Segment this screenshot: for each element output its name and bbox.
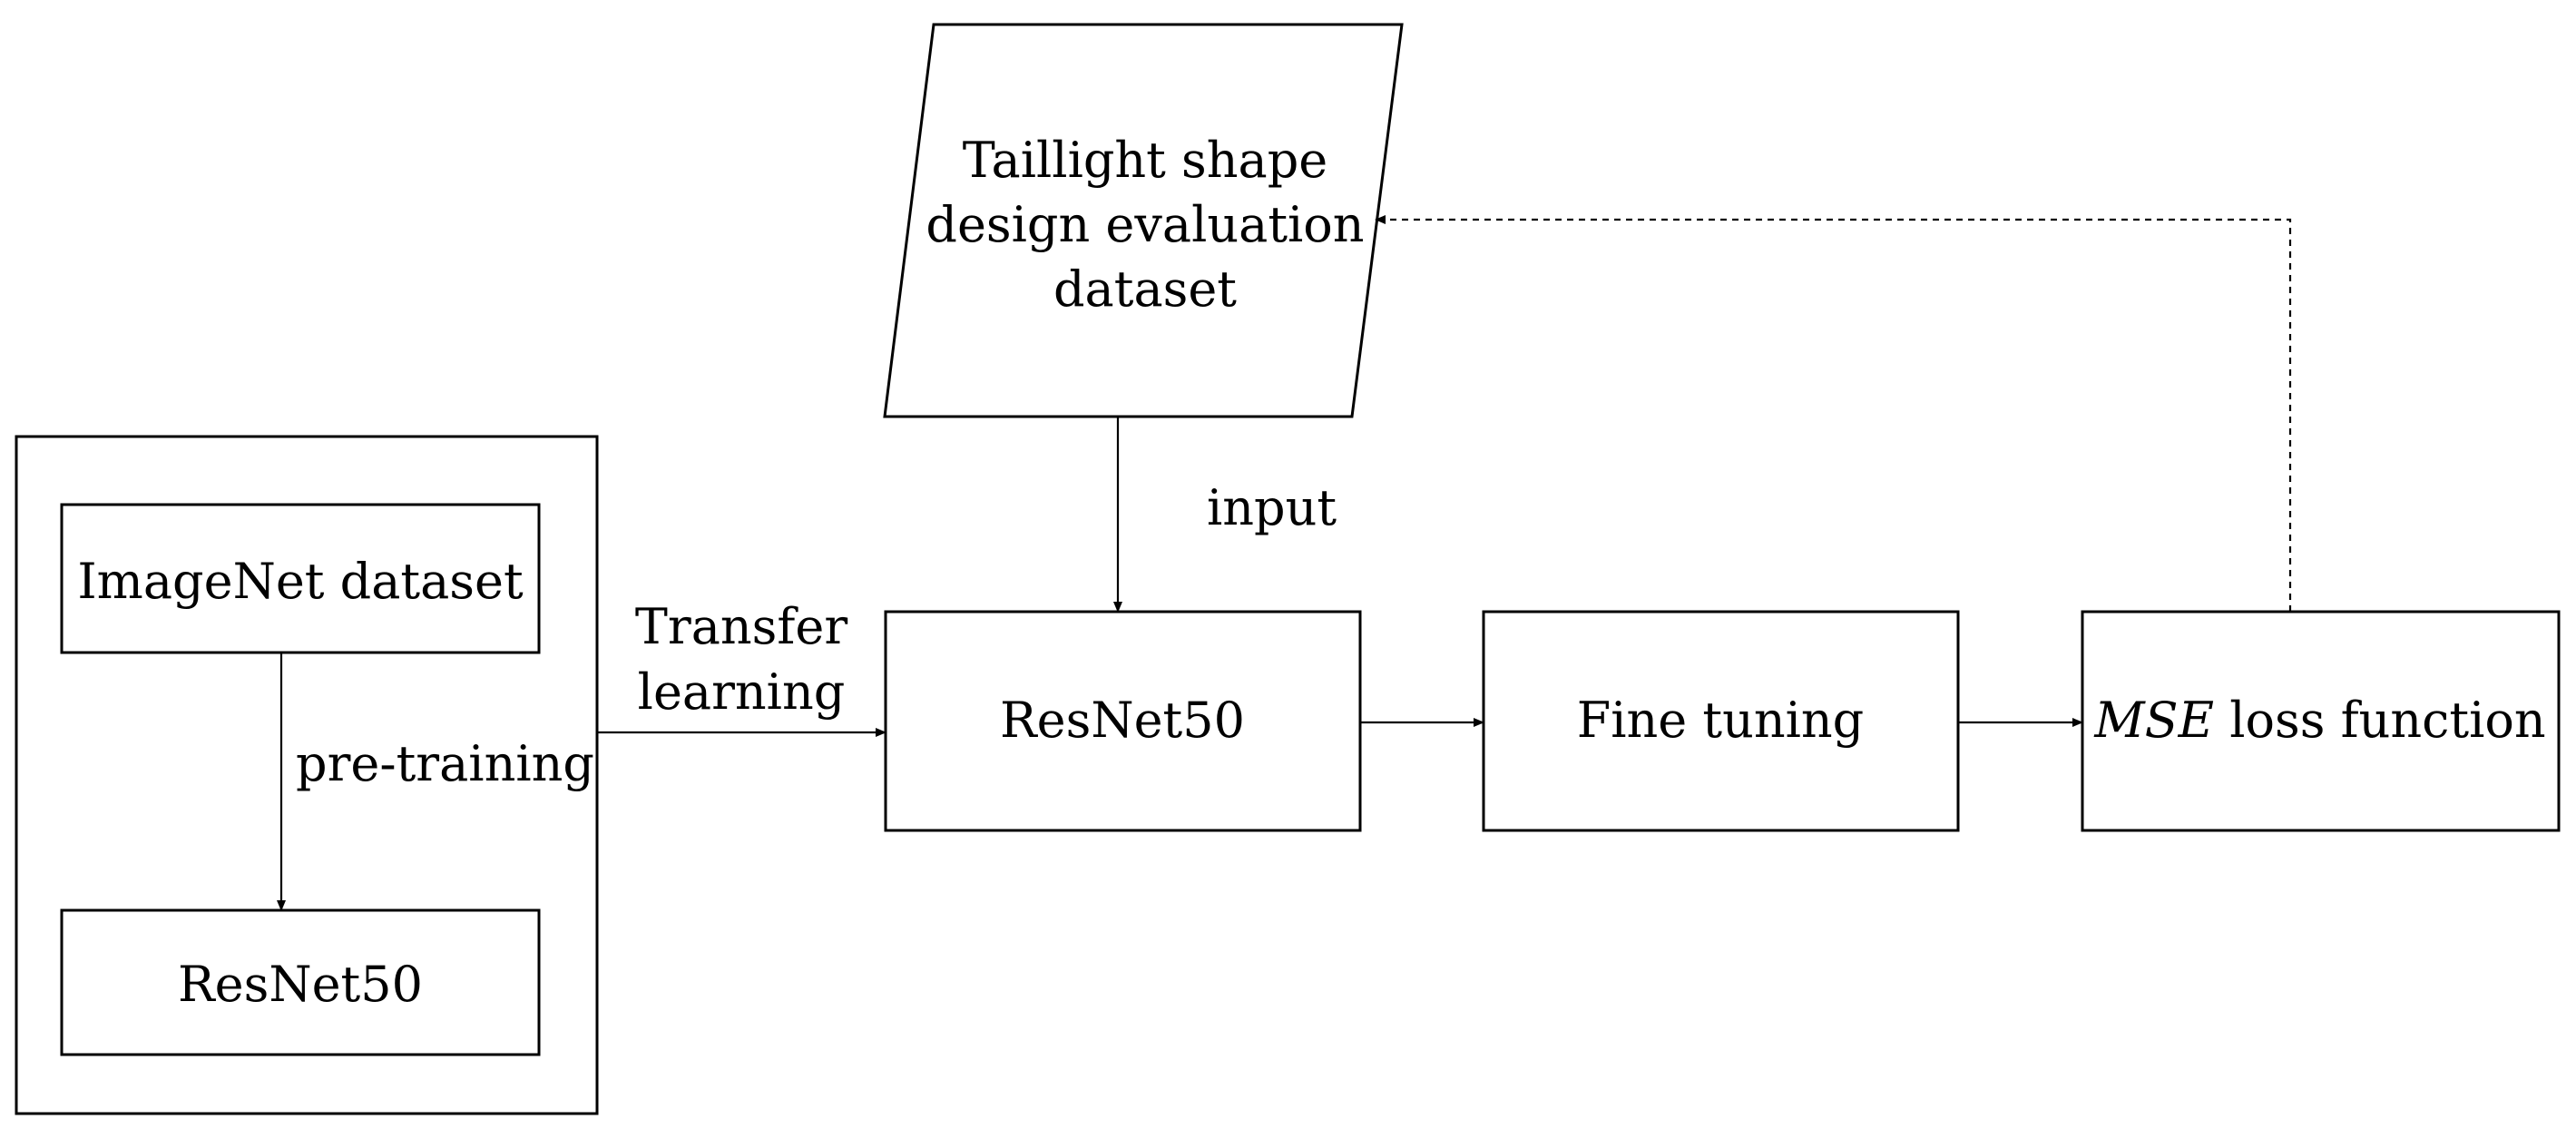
- transfer-learning-label-line1: Transfer: [635, 598, 847, 655]
- mse-loss-label: MSE loss function: [2093, 692, 2545, 749]
- fine-tuning-label: Fine tuning: [1577, 692, 1865, 749]
- taillight-dataset-label-line2: design evaluation: [926, 196, 1364, 253]
- resnet50-pretrained-node: ResNet50: [60, 908, 541, 1056]
- taillight-dataset-label-line3: dataset: [1053, 260, 1237, 318]
- fine-tuning-node: Fine tuning: [1482, 610, 1960, 832]
- resnet50-pretrained-label: ResNet50: [178, 956, 423, 1013]
- input-label: input: [1207, 479, 1337, 536]
- mse-loss-node: MSE loss function: [2081, 610, 2561, 832]
- resnet50-main-label: ResNet50: [1000, 692, 1245, 749]
- feedback-dotted-arrow: [1375, 215, 2292, 612]
- resnet50-main-node: ResNet50: [884, 610, 1362, 832]
- imagenet-dataset-label: ImageNet dataset: [77, 553, 524, 610]
- pretraining-label: pre-training: [296, 735, 594, 792]
- taillight-dataset-node: Taillight shape design evaluation datase…: [883, 23, 1404, 418]
- imagenet-dataset-node: ImageNet dataset: [60, 503, 541, 654]
- mse-loss-rest: loss function: [2214, 692, 2546, 749]
- taillight-dataset-label-line1: Taillight shape: [963, 132, 1328, 189]
- transfer-learning-label-line2: learning: [638, 663, 846, 721]
- mse-italic-term: MSE: [2093, 692, 2214, 749]
